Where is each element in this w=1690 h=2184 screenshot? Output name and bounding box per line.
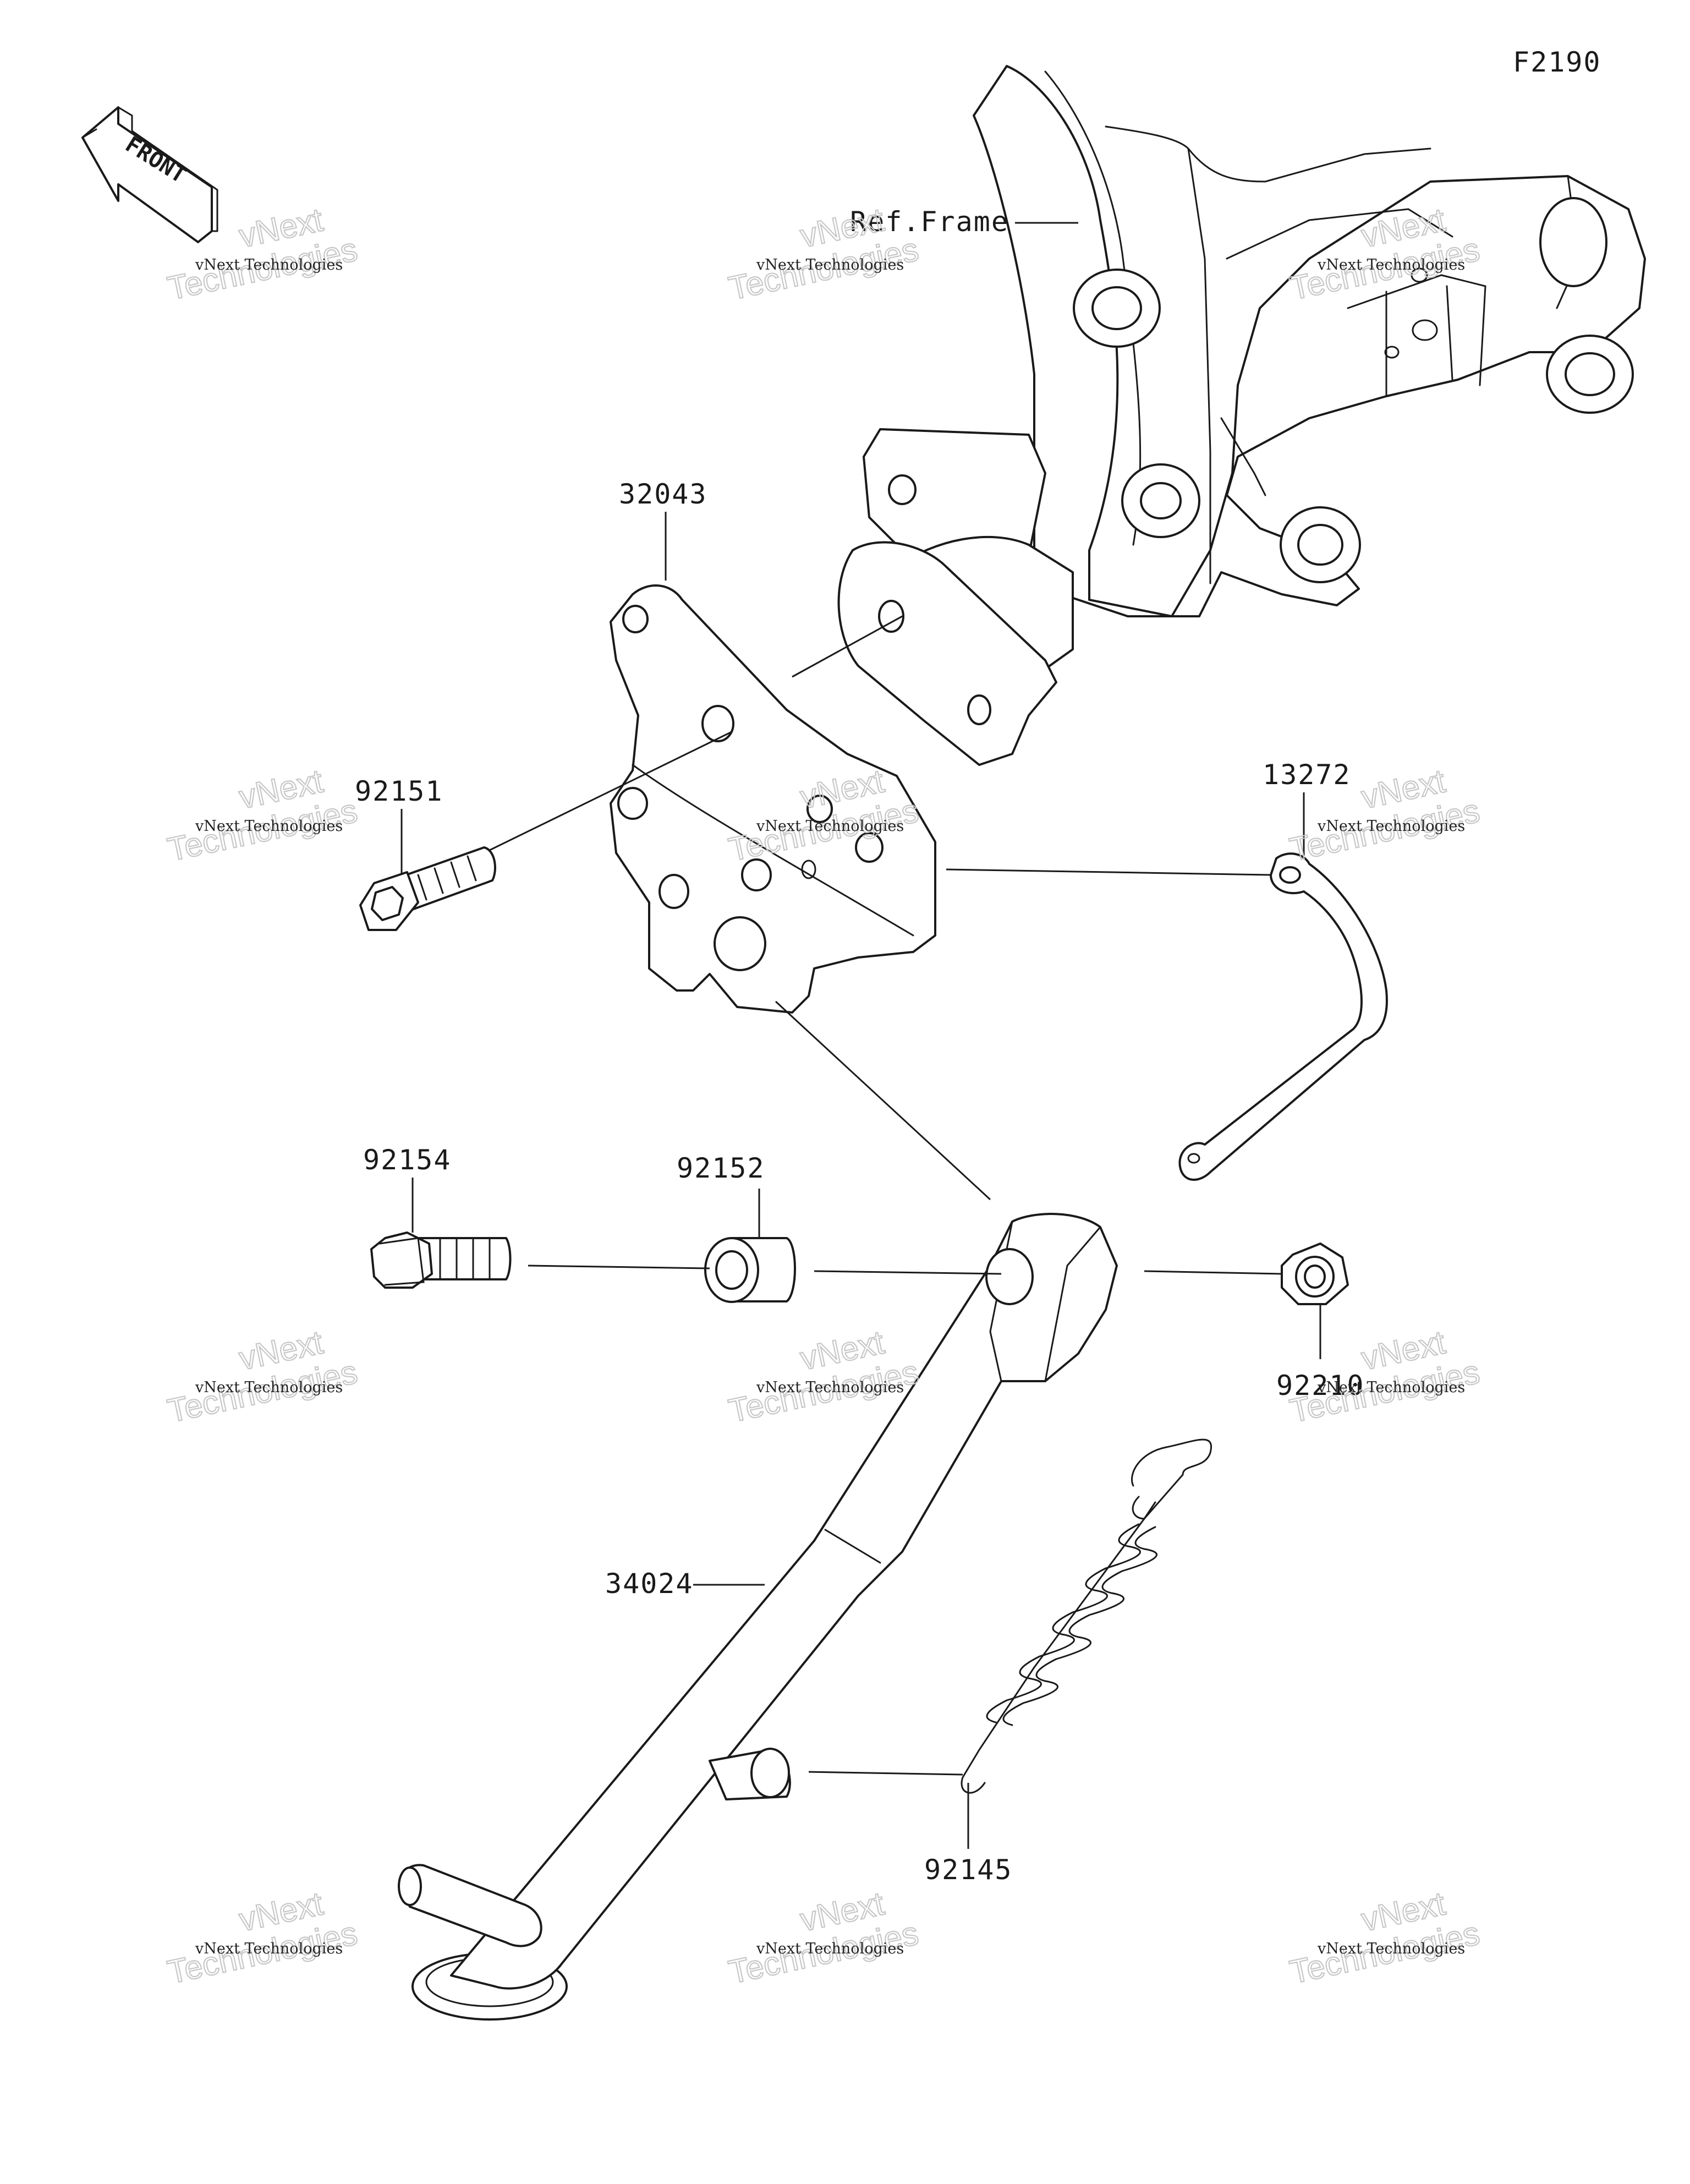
front-direction-arrow: FRONT xyxy=(81,106,218,243)
part-number-92154: 92154 xyxy=(363,1144,452,1176)
bracket-32043 xyxy=(610,584,936,1014)
part-number-92152: 92152 xyxy=(677,1152,765,1184)
watermark-company: vNext Technologies xyxy=(1317,818,1465,835)
part-number-13272: 13272 xyxy=(1263,759,1351,791)
watermark-company: vNext Technologies xyxy=(195,818,343,835)
nut-92210 xyxy=(1281,1242,1349,1305)
labels: F2190 Ref.Frame 32043 92151 13272 92154 … xyxy=(355,46,1601,1886)
figure-code: F2190 xyxy=(1513,46,1601,78)
collar-92152 xyxy=(704,1237,796,1303)
watermark-company: vNext Technologies xyxy=(1317,256,1465,273)
watermark-company: vNext Technologies xyxy=(756,1940,904,1957)
reference-frame xyxy=(837,65,1646,766)
bolt-92154 xyxy=(370,1231,512,1289)
part-number-34024: 34024 xyxy=(605,1568,694,1600)
spring-coil xyxy=(986,1523,1157,1726)
watermark-company: vNext Technologies xyxy=(756,818,904,835)
part-number-92145: 92145 xyxy=(924,1854,1013,1886)
ref-frame-label: Ref.Frame xyxy=(850,206,1009,238)
watermark-company: vNext Technologies xyxy=(1317,1940,1465,1957)
clip-13272 xyxy=(1178,852,1388,1181)
watermark-company: vNext Technologies xyxy=(1317,1379,1465,1396)
part-number-32043: 32043 xyxy=(619,478,707,510)
watermark-company: vNext Technologies xyxy=(195,1379,343,1396)
part-number-92210: 92210 xyxy=(1276,1370,1365,1402)
part-number-92151: 92151 xyxy=(355,775,443,807)
bolt-92151 xyxy=(359,846,496,931)
spring-92145 xyxy=(961,1438,1212,1794)
side-stand-34024 xyxy=(398,1213,1118,2021)
watermark-company: vNext Technologies xyxy=(756,1379,904,1396)
leader-lines xyxy=(400,222,1321,1849)
watermark-company: vNext Technologies xyxy=(195,1940,343,1957)
watermark-company: vNext Technologies xyxy=(756,256,904,273)
watermark-company: vNext Technologies xyxy=(195,256,343,273)
